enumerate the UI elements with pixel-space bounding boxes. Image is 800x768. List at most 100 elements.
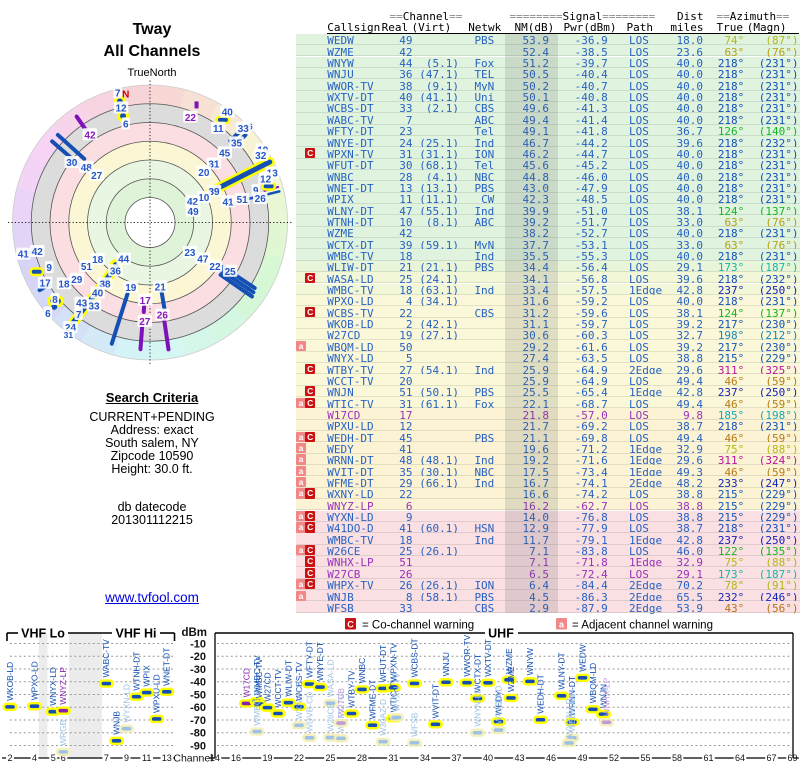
radar-channel-label: 47: [197, 254, 209, 265]
co-channel-marker: C: [305, 556, 315, 567]
cell-real-channel: 7: [405, 113, 413, 127]
cell-path: LOS: [629, 125, 649, 139]
cell-azimuth-true: 237°: [717, 386, 745, 400]
cell-azimuth-magnetic: (140°): [758, 125, 799, 139]
cell-real-channel: 31: [399, 147, 413, 161]
cell-network: Fox: [474, 57, 495, 71]
adjacent-channel-legend-box: [556, 618, 567, 630]
cell-power-dbm: -41.4: [574, 113, 608, 127]
cell-azimuth-true: 215°: [717, 511, 745, 525]
cell-azimuth-true: 218°: [717, 79, 745, 93]
cell-network: Uni: [474, 91, 495, 105]
radar-dot: [51, 303, 58, 310]
radar-channel-label: 43: [76, 299, 88, 310]
cell-path: LOS: [629, 374, 649, 388]
cell-real-channel: 18: [399, 284, 413, 298]
x-axis-tick-label: 4: [32, 753, 37, 763]
cell-azimuth-magnetic: (231°): [758, 79, 799, 93]
cell-real-channel: 41: [399, 522, 413, 536]
cell-power-dbm: -45.2: [574, 159, 608, 173]
cell-azimuth-true: 215°: [717, 352, 745, 366]
cell-power-dbm: -59.7: [574, 318, 608, 332]
cell-callsign: WCBS-TV: [327, 306, 374, 320]
cell-network: ABC: [474, 215, 495, 229]
station-label: WFTY-DT: [304, 641, 314, 678]
cell-power-dbm: -55.3: [574, 250, 608, 264]
cell-azimuth-magnetic: (87°): [765, 34, 799, 48]
radar-channel-label: 7: [76, 310, 82, 321]
cell-real-channel: 20: [399, 374, 413, 388]
cell-network: CBS: [474, 102, 495, 116]
station-label: WNYN-LD: [472, 688, 482, 727]
station-label: WNET-DT: [162, 648, 172, 686]
tvfool-link[interactable]: www.tvfool.com: [105, 590, 199, 605]
cell-nm-db: 30.6: [522, 329, 550, 343]
radar-channel-label: 27: [139, 317, 151, 328]
cell-nm-db: 49.1: [522, 125, 550, 139]
radar-tick: [109, 291, 130, 346]
cell-real-channel: 6: [405, 499, 413, 513]
radar-channel-label: 42: [32, 247, 44, 258]
station-label: WLIW-DT: [283, 660, 293, 697]
radar-channel-label: 40: [222, 108, 234, 119]
cell-callsign: WYXN-LD: [327, 511, 374, 525]
station-label: WNJU: [441, 652, 451, 676]
signal-tick: [388, 685, 399, 690]
cell-real-channel: 41: [399, 442, 413, 456]
cell-callsign: WNYE-DT: [327, 136, 374, 150]
cell-path: 2Edge: [629, 590, 663, 604]
cell-power-dbm: -41.3: [574, 102, 608, 116]
station-label: WTBY-TV: [346, 670, 356, 707]
cell-path: LOS: [629, 215, 649, 229]
radar-channel-label: 51: [81, 262, 93, 273]
table-header-group: ========Signal========: [510, 11, 656, 22]
station-label: WYXN-LD: [564, 698, 574, 737]
search-criteria-line: South salem, NY: [105, 435, 199, 450]
cell-nm-db: 46.7: [522, 136, 550, 150]
co-channel-marker: C: [305, 306, 315, 317]
radar-label-bg: [61, 329, 75, 340]
cell-callsign: WWOR-TV: [327, 79, 374, 93]
cell-power-dbm: -68.7: [574, 397, 608, 411]
cell-virtual-channel: (8.1): [425, 215, 459, 229]
cell-nm-db: 6.4: [529, 579, 549, 593]
station-label: WEDH-DT: [535, 674, 545, 714]
cell-path: 1Edge: [629, 465, 663, 479]
cell-nm-db: 49.4: [522, 113, 550, 127]
x-axis-tick-label: 19: [262, 753, 272, 763]
cell-path: LOS: [629, 511, 649, 525]
radar-channel-label: 6: [45, 309, 51, 320]
signal-tick: [131, 694, 142, 699]
cell-virtual-channel: (26.1): [419, 545, 459, 559]
cell-callsign: WNJN: [327, 386, 354, 400]
cell-distance-miles: 38.1: [676, 306, 704, 320]
radar-label-bg: [236, 122, 251, 135]
cell-virtual-channel: (9.1): [425, 79, 459, 93]
cell-azimuth-magnetic: (187°): [758, 567, 799, 581]
signal-tick: [525, 679, 535, 684]
radar-label-bg: [137, 315, 153, 328]
cell-real-channel: 2: [405, 318, 413, 332]
cell-azimuth-magnetic: (231°): [758, 181, 799, 195]
true-north-label: TrueNorth: [127, 67, 177, 79]
cell-power-dbm: -40.4: [574, 68, 608, 82]
cell-callsign: WFME-DT: [327, 477, 374, 491]
station-label: WWOR-TV: [462, 634, 472, 676]
cell-nm-db: 49.6: [522, 102, 550, 116]
cell-azimuth-true: 46°: [724, 397, 745, 411]
adjacent-channel-marker: a: [296, 579, 306, 590]
x-axis-tick-label: 9: [124, 753, 129, 763]
cell-virtual-channel: (48.1): [419, 454, 459, 468]
signal-tick: [304, 736, 315, 740]
x-axis-tick-label: 22: [294, 753, 304, 763]
cell-real-channel: 44: [399, 57, 413, 71]
cell-nm-db: 7.1: [529, 556, 549, 570]
cell-nm-db: 43.0: [522, 181, 550, 195]
cell-path: LOS: [629, 408, 649, 422]
cell-virtual-channel: (2.1): [425, 102, 459, 116]
cell-power-dbm: -74.2: [574, 488, 608, 502]
